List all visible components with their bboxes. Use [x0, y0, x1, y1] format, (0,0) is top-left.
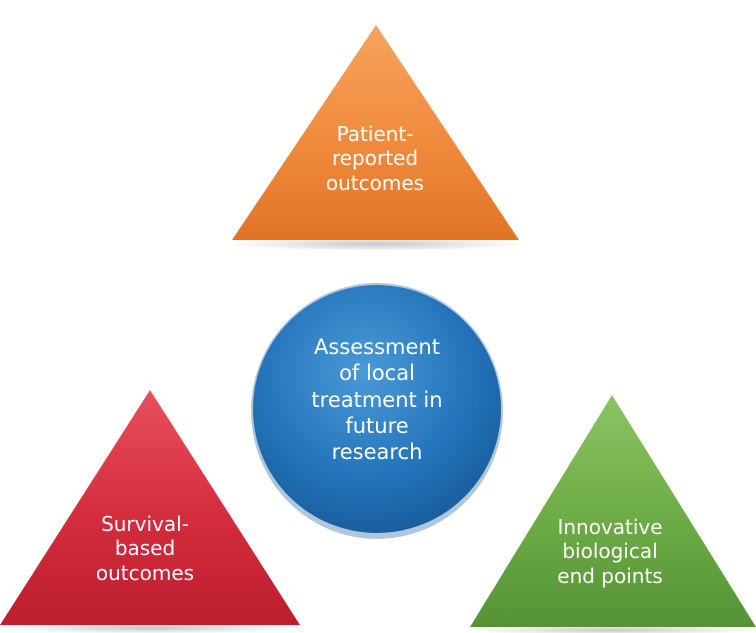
triangle-survival-based-outcomes	[0, 390, 300, 625]
triangle-patient-reported-outcomes	[232, 25, 519, 240]
circle-assessment-of-local-treatment	[253, 285, 501, 533]
triangle-innovative-biological-end-points	[470, 395, 756, 627]
